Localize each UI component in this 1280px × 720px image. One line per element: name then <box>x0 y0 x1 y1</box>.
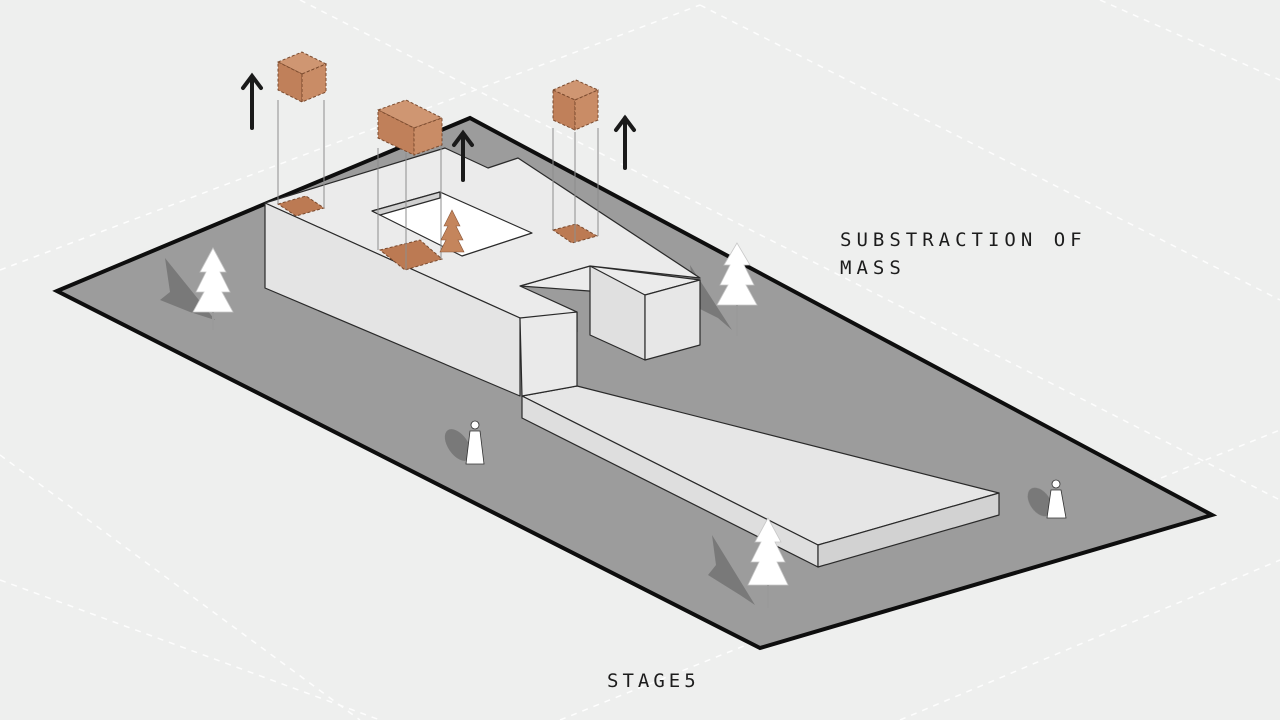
upward-arrow-icon <box>614 114 636 170</box>
tree-icon <box>716 242 758 336</box>
diagram-title-line-2: MASS <box>840 257 906 279</box>
right-block-side <box>644 279 701 361</box>
upward-arrow-icon <box>452 129 474 182</box>
projection-lines <box>277 100 599 270</box>
upward-arrow-icon <box>241 72 263 130</box>
subtracted-block-3 <box>551 79 600 131</box>
low-slab-side <box>817 492 1000 568</box>
tree-icon <box>747 517 789 608</box>
person-icon <box>465 420 485 465</box>
diagram-title-line-1: SUBSTRACTION OF <box>840 229 1087 251</box>
stage-label: STAGE5 <box>607 670 700 692</box>
subtracted-block-2 <box>376 99 444 156</box>
site-plate <box>52 115 1218 651</box>
main-block-front <box>264 202 521 397</box>
subtracted-block-1 <box>276 51 328 103</box>
tree-icon <box>192 247 234 330</box>
main-block-step <box>519 311 578 397</box>
person-icon <box>1046 479 1067 519</box>
tree-icon <box>439 209 465 253</box>
